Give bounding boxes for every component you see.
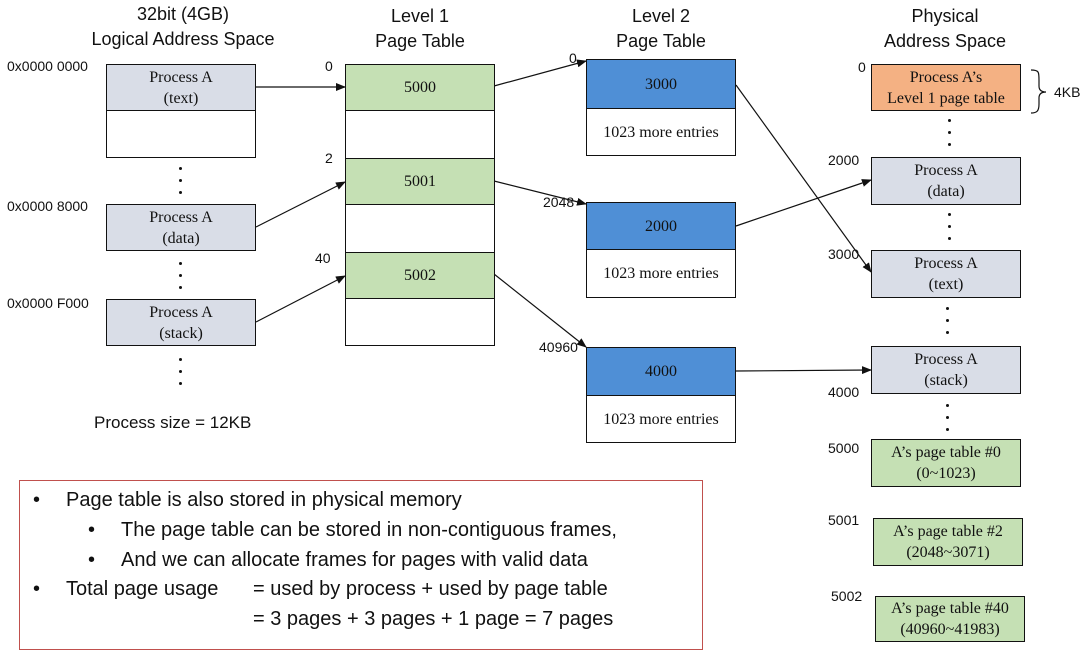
physical-page-table-0: A’s page table #0 (0~1023) bbox=[871, 439, 1021, 487]
physical-page-table-2: A’s page table #2 (2048~3071) bbox=[873, 518, 1023, 566]
physical-block-stack: Process A (stack) bbox=[871, 346, 1021, 394]
ellipsis-dot bbox=[946, 428, 949, 431]
level2-index-0: 0 bbox=[569, 50, 577, 66]
level1-index-40: 40 bbox=[315, 250, 331, 266]
physical-block-text: Process A (text) bbox=[871, 250, 1021, 298]
level2-index-40960: 40960 bbox=[539, 339, 578, 355]
logical-block-data: Process A (data) bbox=[106, 204, 256, 251]
level1-index-0: 0 bbox=[325, 58, 333, 74]
logical-address-data: 0x0000 8000 bbox=[7, 198, 88, 214]
note-bullet-2-line-2: = 3 pages + 3 pages + 1 page = 7 pages bbox=[253, 608, 614, 630]
physical-address-5002: 5002 bbox=[831, 588, 863, 604]
arrow-l2-4000-to-stack bbox=[735, 366, 872, 375]
bullet-dot: • bbox=[33, 489, 41, 511]
ellipsis-dot bbox=[948, 213, 951, 216]
level1-index-2: 2 bbox=[325, 150, 333, 166]
arrow-l2-3000-to-text bbox=[735, 84, 872, 273]
ellipsis-dot bbox=[179, 286, 182, 289]
arrow-data-to-l1-2 bbox=[255, 181, 346, 228]
level2-index-2048: 2048 bbox=[543, 194, 575, 210]
bullet-dot: • bbox=[88, 549, 96, 571]
logical-address-stack: 0x0000 F000 bbox=[7, 295, 89, 311]
ellipsis-dot bbox=[946, 404, 949, 407]
level2-more-entries: 1023 more entries bbox=[586, 395, 736, 443]
ellipsis-dot bbox=[179, 358, 182, 361]
physical-address-5000: 5000 bbox=[828, 440, 860, 456]
level2-more-entries: 1023 more entries bbox=[586, 108, 736, 156]
physical-address-4000: 4000 bbox=[828, 384, 860, 400]
bullet-dot: • bbox=[88, 519, 96, 541]
logical-block-text: Process A (text) bbox=[106, 64, 256, 111]
level2-entry-4000: 4000 bbox=[586, 347, 736, 396]
ellipsis-dot bbox=[179, 191, 182, 194]
ellipsis-dot bbox=[179, 370, 182, 373]
ellipsis-dot bbox=[948, 237, 951, 240]
arrow-l1-0-to-l2 bbox=[493, 59, 587, 87]
bullet-dot: • bbox=[33, 578, 41, 600]
physical-address-0: 0 bbox=[858, 59, 866, 75]
logical-block-stack: Process A (stack) bbox=[106, 299, 256, 346]
ellipsis-dot bbox=[946, 416, 949, 419]
physical-space-header: Physical Address Space bbox=[883, 6, 1007, 51]
size-brace bbox=[1030, 69, 1047, 114]
level1-entry-2: 5001 bbox=[345, 158, 495, 205]
level2-more-entries: 1023 more entries bbox=[586, 249, 736, 298]
ellipsis-dot bbox=[948, 131, 951, 134]
level2-entry-2000: 2000 bbox=[586, 202, 736, 250]
ellipsis-dot bbox=[179, 262, 182, 265]
logical-address-text: 0x0000 0000 bbox=[7, 58, 88, 74]
notes-box: • Page table is also stored in physical … bbox=[19, 480, 703, 650]
ellipsis-dot bbox=[946, 307, 949, 310]
level1-empty-slot bbox=[345, 204, 495, 253]
note-bullet-2-line-1: = used by process + used by page table bbox=[253, 578, 608, 600]
level1-entry-0: 5000 bbox=[345, 64, 495, 111]
ellipsis-dot bbox=[946, 331, 949, 334]
ellipsis-dot bbox=[946, 319, 949, 322]
level2-entry-3000: 3000 bbox=[586, 59, 736, 109]
ellipsis-dot bbox=[179, 382, 182, 385]
logical-block-empty bbox=[106, 110, 256, 158]
logical-space-header: 32bit (4GB) Logical Address Space bbox=[91, 4, 275, 49]
ellipsis-dot bbox=[179, 179, 182, 182]
level1-entry-40: 5002 bbox=[345, 252, 495, 299]
physical-address-5001: 5001 bbox=[828, 512, 860, 528]
physical-page-table-40: A’s page table #40 (40960~41983) bbox=[875, 596, 1025, 642]
note-bullet-2-label: Total page usage bbox=[66, 578, 219, 600]
arrow-l2-2000-to-data bbox=[735, 179, 872, 227]
arrow-l1-2-to-l2 bbox=[493, 180, 587, 206]
physical-block-data: Process A (data) bbox=[871, 157, 1021, 205]
ellipsis-dot bbox=[948, 143, 951, 146]
physical-level1-page-table: Process A’s Level 1 page table bbox=[871, 64, 1021, 111]
size-label: 4KB bbox=[1054, 84, 1081, 100]
note-bullet-1: Page table is also stored in physical me… bbox=[66, 489, 462, 511]
physical-address-2000: 2000 bbox=[828, 152, 860, 168]
arrow-l1-40-to-l2 bbox=[493, 273, 587, 348]
level1-table-header: Level 1 Page Table bbox=[375, 6, 465, 51]
physical-address-3000: 3000 bbox=[828, 246, 860, 262]
level2-table-header: Level 2 Page Table bbox=[616, 6, 706, 51]
ellipsis-dot bbox=[948, 225, 951, 228]
note-sub-2: And we can allocate frames for pages wit… bbox=[121, 549, 588, 571]
process-size-label: Process size = 12KB bbox=[94, 413, 252, 432]
ellipsis-dot bbox=[948, 119, 951, 122]
ellipsis-dot bbox=[179, 167, 182, 170]
note-sub-1: The page table can be stored in non-cont… bbox=[121, 519, 617, 541]
level1-empty-slot bbox=[345, 110, 495, 159]
ellipsis-dot bbox=[179, 274, 182, 277]
arrow-stack-to-l1-40 bbox=[255, 275, 346, 323]
